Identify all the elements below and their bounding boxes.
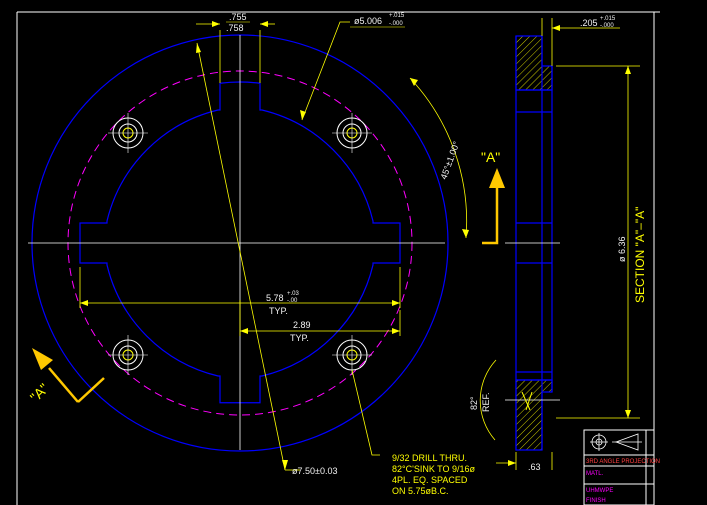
sink-angle-label: 82°: [469, 396, 479, 410]
matl-value: UHMWPE: [586, 488, 613, 494]
hole-callout: 9/32 DRILL THRU. 82°C'SINK TO 9/16ø 4PL.…: [392, 453, 476, 496]
section-dimension-lines: [479, 18, 640, 470]
dimension-arrows: [80, 21, 469, 470]
projection-symbol-icon: [590, 433, 642, 451]
bore-tol-minus: -.000: [389, 21, 403, 27]
slot-width-bottom-label: .758: [226, 23, 244, 33]
inner-profile: [79, 81, 401, 404]
width-typ-label: TYP.: [269, 306, 288, 316]
center-lines: [28, 35, 445, 450]
section-dimension-arrows: [508, 25, 631, 466]
front-view: [28, 34, 449, 452]
width-dim-label: 5.78: [266, 293, 284, 303]
sink-ref-label: REF.: [481, 392, 491, 412]
section-thickness-label: .63: [528, 462, 541, 472]
finish-label: FINISH: [586, 498, 606, 504]
section-title: SECTION "A"–"A": [633, 207, 647, 303]
half-width-dim-label: 2.89: [293, 320, 311, 330]
thickness-tol-plus: +.015: [600, 16, 616, 22]
hole-note-line: ON 5.75øB.C.: [392, 486, 449, 496]
dimension-lines: [79, 21, 467, 471]
section-dia-label: ø 6.36: [617, 236, 627, 262]
slot-width-top-label: .755: [229, 12, 247, 22]
half-width-typ-label: TYP.: [290, 333, 309, 343]
bolt-hole: [332, 335, 372, 375]
bolt-hole: [332, 113, 372, 153]
bore-dia-label: ø5.006: [354, 16, 382, 26]
section-marker-label: "A": [481, 149, 500, 165]
drawing-border: [16, 11, 660, 505]
bolt-hole: [108, 113, 148, 153]
hole-note-line: 9/32 DRILL THRU.: [392, 453, 467, 463]
width-tol-minus: -.00: [287, 298, 298, 304]
projection-label: 3RD ANGLE PROJECTION: [586, 459, 660, 465]
thickness-label: .205: [580, 18, 598, 28]
outer-dia-label: ø7.50±0.03: [292, 466, 337, 476]
hole-note-line: 4PL. EQ. SPACED: [392, 475, 468, 485]
section-arrow-right: "A": [481, 149, 505, 245]
thickness-tol-minus: -.000: [600, 23, 614, 29]
title-block: 3RD ANGLE PROJECTION MATL. UHMWPE FINISH: [583, 429, 660, 505]
bolt-hole: [108, 335, 148, 375]
angle-label: 45°±1.00°: [438, 140, 461, 181]
hole-note-line: 82°C'SINK TO 9/16ø: [392, 464, 476, 474]
width-tol-plus: +.03: [287, 291, 300, 297]
bore-tol-plus: +.015: [389, 13, 405, 19]
section-marker-lower-label: "A": [27, 380, 52, 405]
section-view: [505, 35, 560, 451]
matl-label: MATL.: [586, 471, 604, 477]
